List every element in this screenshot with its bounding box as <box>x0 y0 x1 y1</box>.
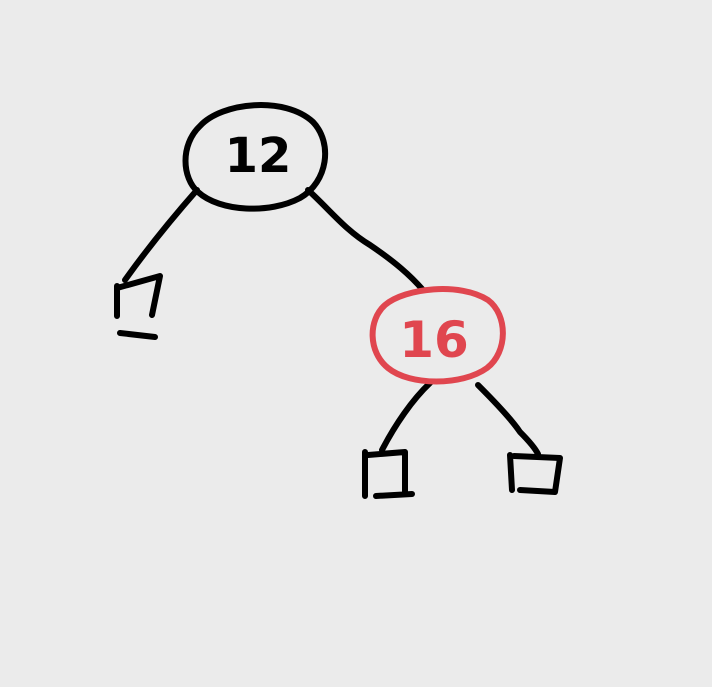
leaf-nil-left-of-16 <box>362 449 415 499</box>
node-root-key: 12 <box>225 128 292 184</box>
edge-node-16-to-left-leaf <box>379 380 433 453</box>
node-right-child-key: 16 <box>399 311 469 369</box>
node-root-circle <box>182 102 328 212</box>
edge-node-16-to-right-leaf <box>475 382 541 457</box>
edge-root-to-left-leaf <box>122 187 200 283</box>
leaf-nil-left-of-root <box>114 273 163 340</box>
node-right-child: 16 <box>369 286 506 385</box>
leaf-nil-right-of-16 <box>507 452 563 495</box>
node-root: 12 <box>182 102 328 212</box>
edge-root-to-node-16 <box>305 187 426 293</box>
node-right-child-circle <box>369 286 506 385</box>
